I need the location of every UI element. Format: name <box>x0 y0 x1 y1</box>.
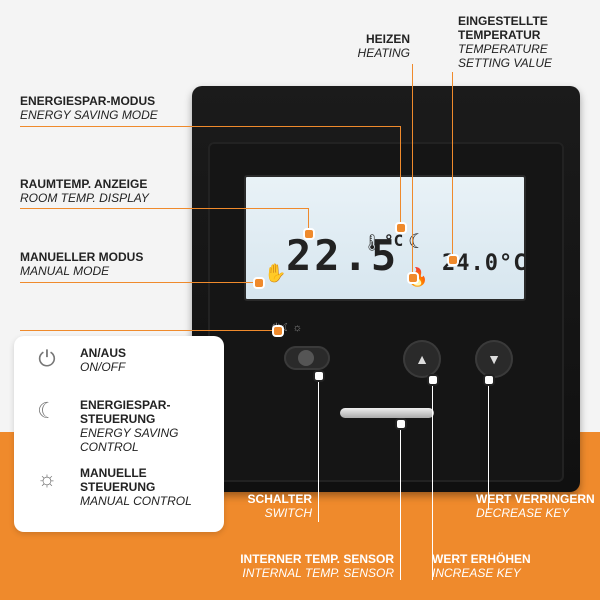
label-energiespar-en: ENERGY SAVING MODE <box>20 108 158 122</box>
label-energiespar-de: ENERGIESPAR-MODUS <box>20 94 156 108</box>
callout-sensor-dot <box>395 418 407 430</box>
label-wert-verringern-en: DECREASE KEY <box>476 506 570 520</box>
label-wert-erhoehen: WERT ERHÖHEN INCREASE KEY <box>432 552 582 580</box>
label-raumtemp: RAUMTEMP. ANZEIGE ROOM TEMP. DISPLAY <box>20 177 220 205</box>
callout-erhoehen-dot <box>427 374 439 386</box>
callout-energiespar-dot <box>395 222 407 234</box>
callout-raumtemp-dot <box>303 228 315 240</box>
callout-heizen-dot <box>407 272 419 284</box>
label-raumtemp-de: RAUMTEMP. ANZEIGE <box>20 177 148 191</box>
label-schalter: SCHALTER SWITCH <box>232 492 312 520</box>
moon-icon: ☾ <box>408 231 426 253</box>
lcd-unit: °C <box>384 231 404 250</box>
moon-icon: ☾ <box>37 398 57 423</box>
label-wert-erhoehen-de: WERT ERHÖHEN <box>432 552 531 566</box>
label-eingestellte-de: EINGESTELLTE TEMPERATUR <box>458 14 548 42</box>
increase-button[interactable]: ▲ <box>403 340 441 378</box>
callout-manueller-line <box>20 282 258 283</box>
label-raumtemp-en: ROOM TEMP. DISPLAY <box>20 191 149 205</box>
legend-moon-text: ENERGIESPAR-STEUERUNG ENERGY SAVING CONT… <box>80 398 214 454</box>
legend-moon-en: ENERGY SAVING CONTROL <box>80 426 179 454</box>
label-eingestellte: EINGESTELLTE TEMPERATUR TEMPERATURE SETT… <box>458 14 588 70</box>
callout-eingestellte-vertical <box>452 72 453 258</box>
legend-item-sun: ☼ MANUELLE STEUERUNG MANUAL CONTROL <box>24 466 214 514</box>
callout-energiespar-vertical <box>400 126 401 226</box>
label-sensor: INTERNER TEMP. SENSOR INTERNAL TEMP. SEN… <box>210 552 394 580</box>
callout-mini-icons-dot <box>272 325 284 337</box>
label-schalter-en: SWITCH <box>264 506 312 520</box>
callout-eingestellte-dot <box>447 254 459 266</box>
callout-schalter-vertical <box>318 374 319 522</box>
callout-verringern-dot <box>483 374 495 386</box>
label-manueller-en: MANUAL MODE <box>20 264 110 278</box>
callout-energiespar-line <box>20 126 400 127</box>
legend-power-text: AN/AUS ON/OFF <box>80 346 126 374</box>
sun-icon: ☼ <box>36 466 58 491</box>
switch-button[interactable] <box>284 346 330 370</box>
callout-mini-icons-line <box>20 330 276 331</box>
callout-erhoehen-vertical <box>432 378 433 580</box>
power-icon: ⏻ <box>38 346 56 371</box>
callout-raumtemp-vertical <box>308 208 309 232</box>
legend-item-moon: ☾ ENERGIESPAR-STEUERUNG ENERGY SAVING CO… <box>24 398 214 454</box>
label-heizen-en: HEATING <box>357 46 410 60</box>
legend-power-de: AN/AUS <box>80 346 127 360</box>
hand-icon: ✋ <box>264 263 287 283</box>
legend-power-en: ON/OFF <box>80 360 126 374</box>
label-wert-verringern-de: WERT VERRINGERN <box>476 492 595 506</box>
label-eingestellte-en: TEMPERATURE SETTING VALUE <box>458 42 553 70</box>
thermometer-icon: 🌡 <box>362 235 383 252</box>
callout-verringern-vertical <box>488 378 489 510</box>
chevron-down-icon: ▼ <box>487 351 501 367</box>
callout-manueller-dot <box>253 277 265 289</box>
label-energiespar: ENERGIESPAR-MODUS ENERGY SAVING MODE <box>20 94 220 122</box>
label-sensor-en: INTERNAL TEMP. SENSOR <box>242 566 394 580</box>
legend-moon-de: ENERGIESPAR-STEUERUNG <box>80 398 171 426</box>
lcd-display: 🌡 °C ☾ ✋ 22.5 🔥 24.0°C <box>244 175 526 301</box>
label-manueller: MANUELLER MODUS MANUAL MODE <box>20 250 220 278</box>
label-manueller-de: MANUELLER MODUS <box>20 250 144 264</box>
decrease-button[interactable]: ▼ <box>475 340 513 378</box>
legend-sun-de: MANUELLE STEUERUNG <box>80 466 156 494</box>
legend-sun-en: MANUAL CONTROL <box>80 494 192 508</box>
chevron-up-icon: ▲ <box>415 351 429 367</box>
temperature-sensor <box>340 408 434 418</box>
label-wert-erhoehen-en: INCREASE KEY <box>432 566 521 580</box>
label-wert-verringern: WERT VERRINGERN DECREASE KEY <box>476 492 600 520</box>
label-heizen-de: HEIZEN <box>365 32 410 46</box>
switch-knob <box>298 350 314 366</box>
callout-raumtemp-line <box>20 208 308 209</box>
label-schalter-de: SCHALTER <box>247 492 312 506</box>
legend-sun-text: MANUELLE STEUERUNG MANUAL CONTROL <box>80 466 214 508</box>
label-sensor-de: INTERNER TEMP. SENSOR <box>240 552 394 566</box>
label-heizen: HEIZEN HEATING <box>320 32 410 60</box>
legend-card: ⏻ AN/AUS ON/OFF ☾ ENERGIESPAR-STEUERUNG … <box>14 336 224 532</box>
callout-heizen-vertical <box>412 64 413 276</box>
legend-item-power: ⏻ AN/AUS ON/OFF <box>24 346 214 394</box>
callout-sensor-vertical <box>400 422 401 580</box>
callout-schalter-dot <box>313 370 325 382</box>
